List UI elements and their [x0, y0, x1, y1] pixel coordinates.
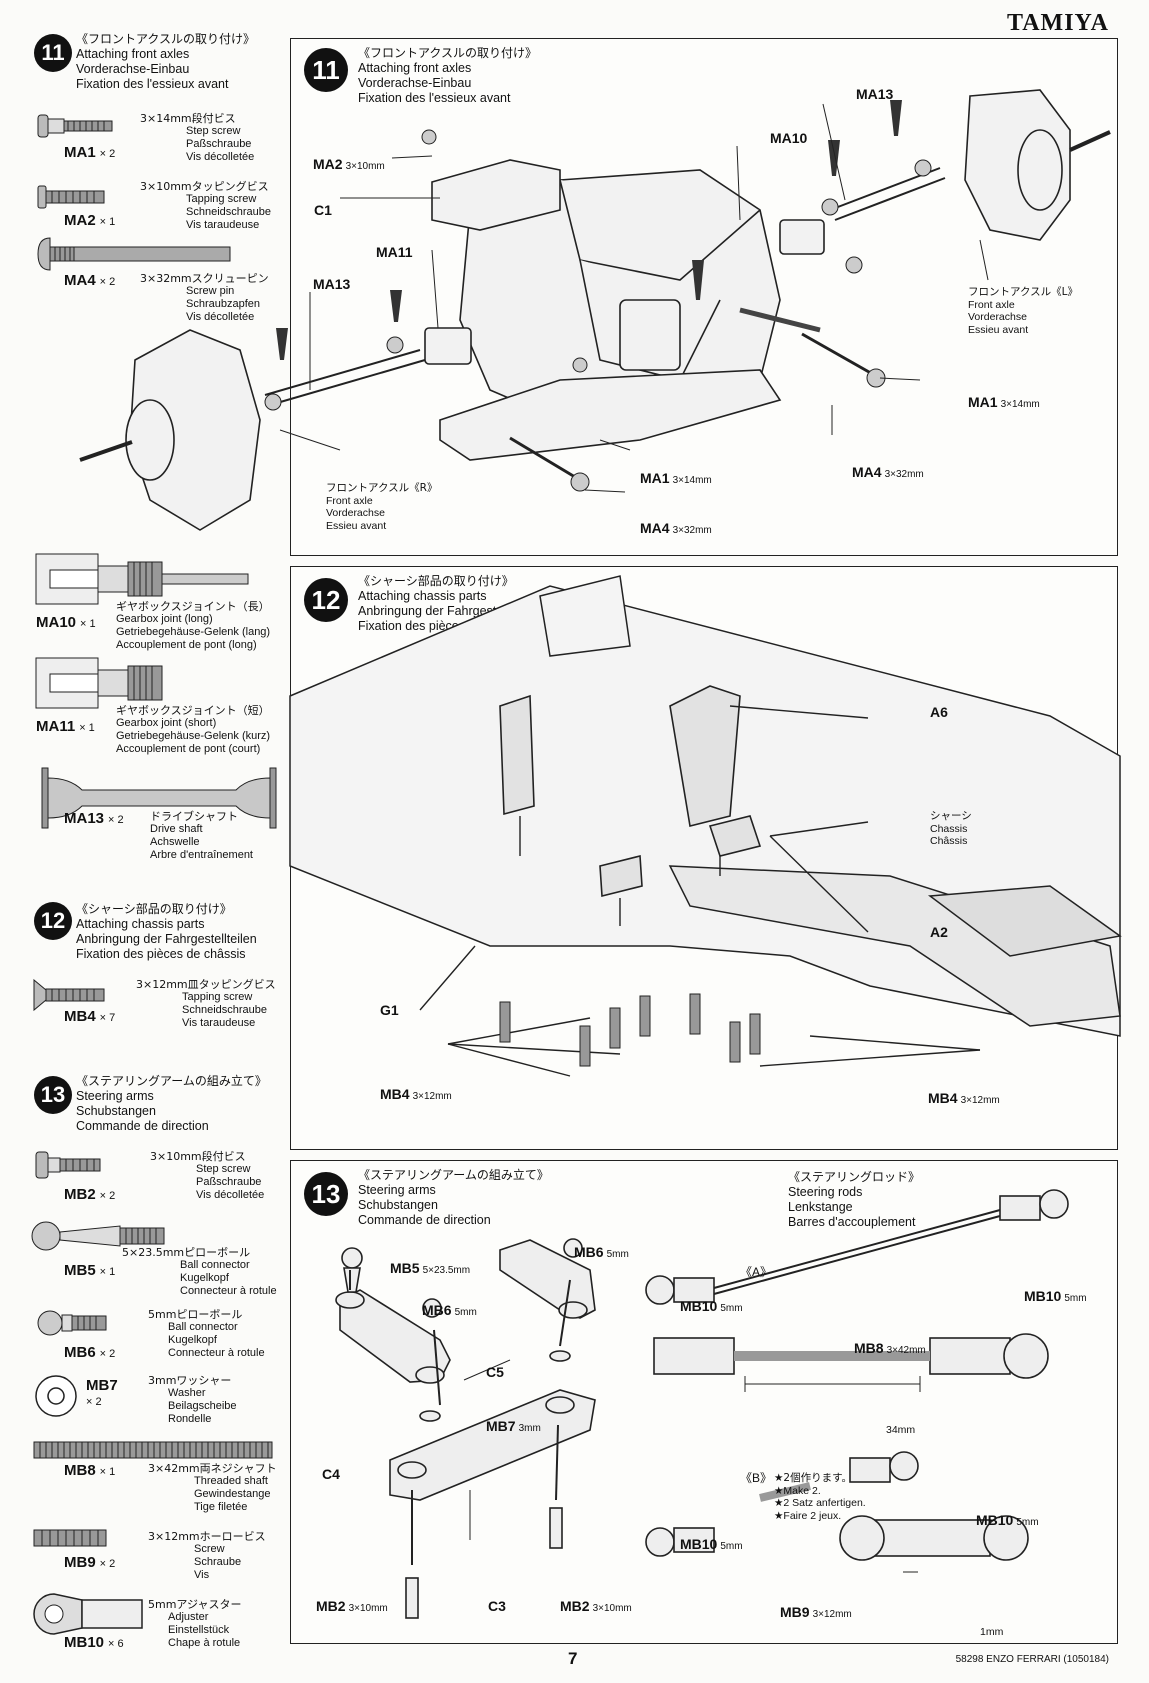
p11-c1-label: C1: [314, 202, 332, 218]
step-11-badge: 11: [34, 34, 72, 72]
p11-ma13-left-label: MA13: [313, 276, 351, 292]
p12-g1-label: G1: [380, 1002, 399, 1018]
p12-a2-label: A2: [930, 924, 948, 940]
steering-arms-drawing: [335, 1189, 1069, 1619]
mb9-screw-icon: [33, 1529, 107, 1547]
brand-logo: TAMIYA: [1006, 10, 1109, 36]
mb7-washer-icon: [35, 1375, 77, 1417]
dim-34mm-label: 34mm: [886, 1424, 916, 1436]
mb4-code: MB4× 7: [64, 1008, 116, 1025]
ma13-code: MA13× 2: [64, 810, 124, 827]
ma1-screw-icon: [37, 114, 113, 138]
model-code: 58298 ENZO FERRARI (1050184): [955, 1654, 1109, 1665]
mb6-code: MB6× 2: [64, 1344, 116, 1361]
step-13-panel-badge: 13: [304, 1172, 348, 1216]
page-number: 7: [568, 1649, 578, 1668]
ma10-code: MA10× 1: [36, 614, 96, 631]
mb10-code: MB10× 6: [64, 1634, 124, 1651]
step-13-diagram-panel: [290, 1160, 1118, 1644]
mb4-screw-icon: [33, 978, 105, 1012]
ma11-code: MA11× 1: [36, 718, 95, 735]
ma10-desc: ギヤボックスジョイント（長）Gearbox joint (long)Getrie…: [116, 600, 271, 651]
make-two-note: ★2個作ります。★Make 2.★2 Satz anfertigen.★Fair…: [774, 1472, 866, 1522]
ma2-screw-icon: [37, 185, 105, 209]
rod-b-label: 《B》: [740, 1471, 773, 1485]
step-12-panel-badge: 12: [304, 578, 348, 622]
p11-ma10-label: MA10: [770, 130, 808, 146]
ma11-desc: ギヤボックスジョイント（短）Gearbox joint (short)Getri…: [116, 704, 271, 755]
mb2-screw-icon: [35, 1151, 101, 1179]
ma1-code: MA1× 2: [64, 144, 116, 161]
ma10-gearbox-joint-icon: [35, 553, 249, 605]
ma11-gearbox-joint-icon: [35, 657, 163, 709]
mb7-code: MB7× 2: [86, 1377, 118, 1409]
mb6-ball-connector-icon: [37, 1310, 107, 1336]
step-12-badge: 12: [34, 902, 72, 940]
ma13-drive-shaft-icon: [41, 767, 277, 829]
front-axle-assembly-drawing: [79, 89, 1111, 531]
mb2-code: MB2× 2: [64, 1186, 116, 1203]
p13-c3-label: C3: [488, 1598, 506, 1614]
dim-1mm-label: 1mm: [980, 1626, 1004, 1638]
step-11-panel-badge: 11: [304, 48, 348, 92]
ma2-code: MA2× 1: [64, 212, 116, 229]
p12-a6-label: A6: [930, 704, 948, 720]
p11-ma11-label: MA11: [376, 244, 413, 260]
mb8-code: MB8× 1: [64, 1462, 116, 1479]
rod-a-label: 《A》: [740, 1265, 773, 1279]
mb5-ball-connector-icon: [31, 1221, 165, 1251]
p11-ma13-right-label: MA13: [856, 86, 894, 102]
ma4-screw-pin-icon: [37, 237, 231, 271]
p13-c4-label: C4: [322, 1466, 340, 1482]
chassis-parts-drawing: [289, 575, 1122, 1077]
ma4-code: MA4× 2: [64, 272, 116, 289]
mb10-adjuster-icon: [33, 1593, 143, 1635]
mb9-code: MB9× 2: [64, 1554, 116, 1571]
mb8-threaded-shaft-icon: [33, 1441, 273, 1459]
p13-c5-label: C5: [486, 1364, 504, 1380]
step-13-badge: 13: [34, 1076, 72, 1114]
mb5-code: MB5× 1: [64, 1262, 116, 1279]
